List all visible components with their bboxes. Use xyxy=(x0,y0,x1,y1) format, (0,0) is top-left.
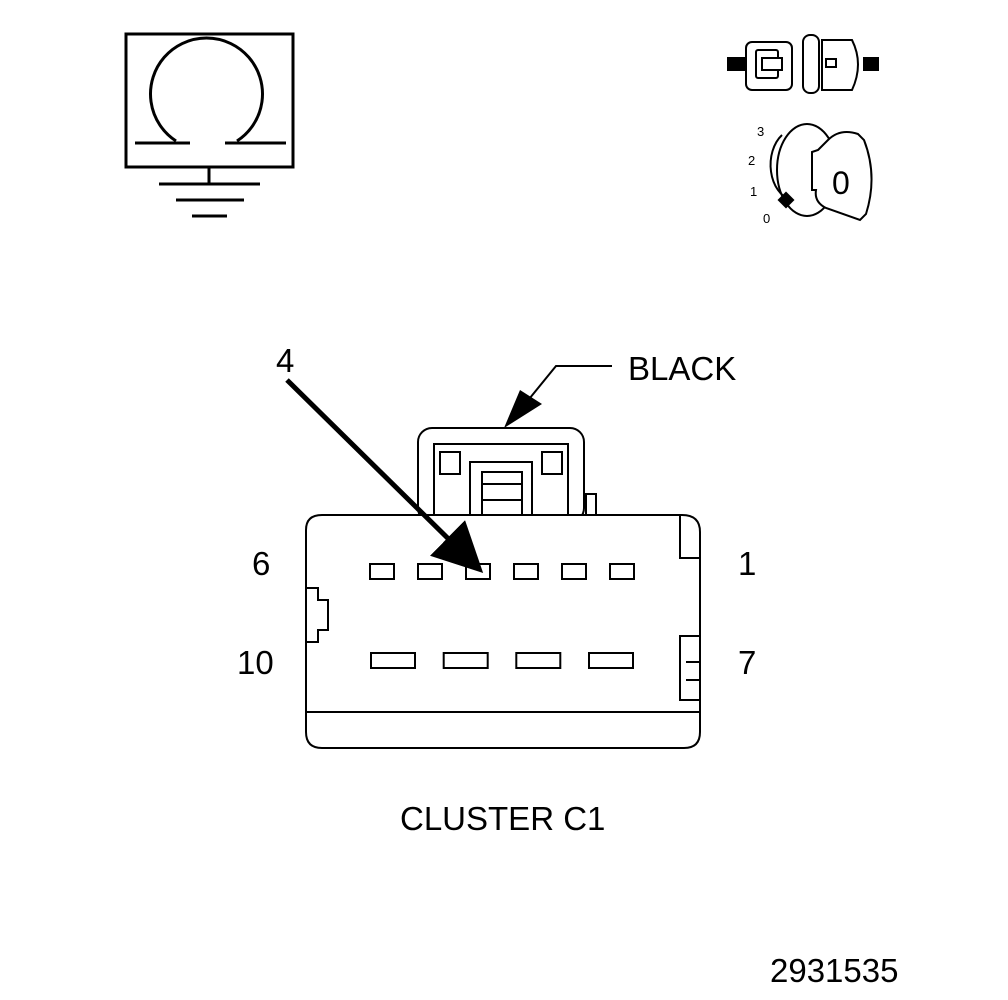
bottom-cavity-2 xyxy=(442,652,489,669)
bottom-cavity-1 xyxy=(370,652,416,669)
pin-label-7: 7 xyxy=(738,644,756,681)
color-callout-arrowhead xyxy=(504,390,542,428)
top-cavity-2 xyxy=(417,563,443,580)
ignition-position-3: 3 xyxy=(757,124,764,139)
pin-callout-label: 4 xyxy=(276,342,294,379)
pin-label-10: 10 xyxy=(237,644,274,681)
ignition-position-2: 2 xyxy=(748,153,755,168)
ignition-position-1: 1 xyxy=(750,184,757,199)
connector-color-label: BLACK xyxy=(628,350,736,387)
bottom-cavity-4 xyxy=(588,652,634,669)
top-cavity-5 xyxy=(561,563,587,580)
ignition-key-icon: 0 3 2 1 0 xyxy=(748,123,873,226)
connector-face xyxy=(305,427,701,749)
top-cavity-4 xyxy=(513,563,539,580)
figure-number: 2931535 xyxy=(770,952,898,989)
top-cavity-1 xyxy=(369,563,395,580)
ignition-position-0: 0 xyxy=(763,211,770,226)
connector-name: CLUSTER C1 xyxy=(400,800,605,837)
top-cavity-3 xyxy=(465,563,491,580)
pin-label-1: 1 xyxy=(738,545,756,582)
bottom-cavity-3 xyxy=(515,652,562,669)
pin-callout-arrow xyxy=(285,378,484,574)
ohm-meter-with-ground-icon xyxy=(124,32,295,218)
bottom-row-cavities xyxy=(370,652,634,669)
top-cavity-6 xyxy=(609,563,635,580)
connector-disconnect-icon xyxy=(727,34,879,94)
pin-label-6: 6 xyxy=(252,545,270,582)
key-position-label: 0 xyxy=(832,165,850,201)
